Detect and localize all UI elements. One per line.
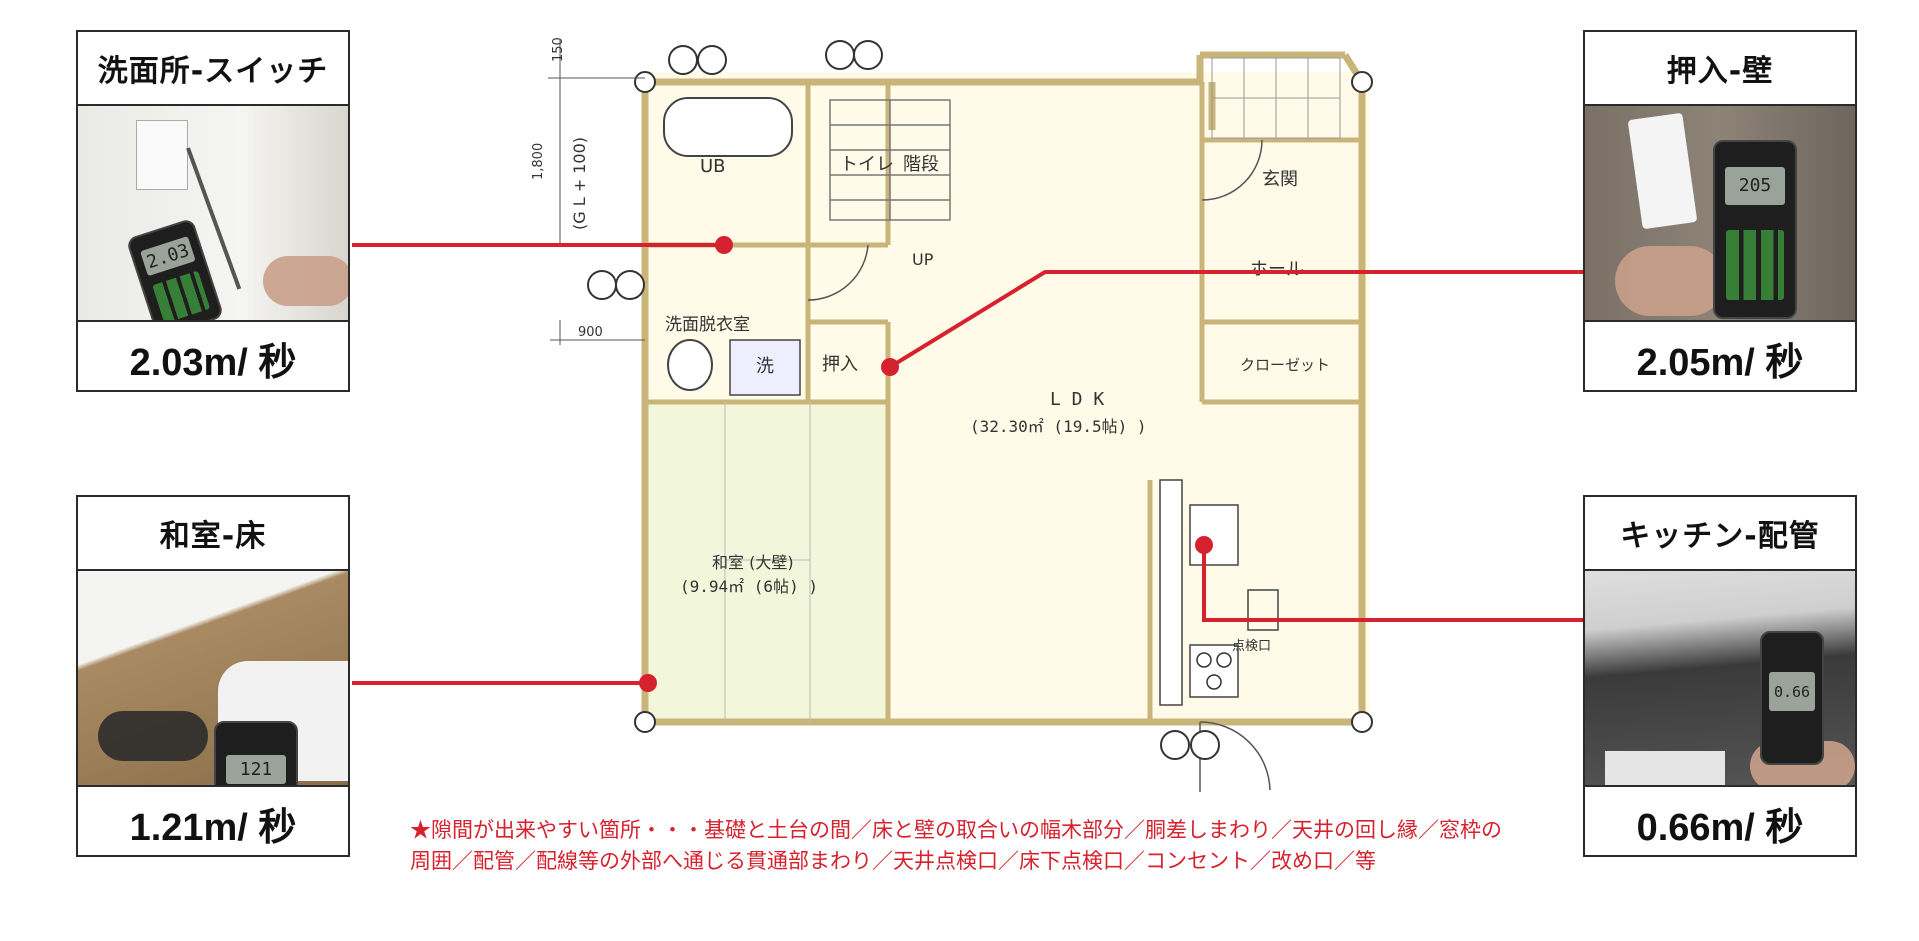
card-closet: 押入-壁 205 2.05m/ 秒 — [1583, 30, 1857, 392]
label-hall: ホール — [1250, 259, 1304, 280]
label-wash: 洗 — [756, 356, 774, 377]
dim-150: 150 — [551, 37, 566, 62]
connector-closet — [888, 270, 1585, 369]
label-ldk-area: (32.30㎡ (19.5帖) ) — [970, 417, 1147, 436]
anemometer-icon: 0.66 — [1760, 631, 1824, 765]
washitsu-floor — [648, 402, 888, 722]
label-bath: UB — [700, 156, 726, 177]
stairs-icon — [829, 99, 951, 221]
connector-kitchen — [1202, 545, 1585, 622]
anemometer-icon: 205 — [1713, 140, 1797, 319]
outdoor-units — [587, 40, 1220, 760]
entrance-tiles — [1211, 57, 1341, 139]
washer-icon — [729, 339, 801, 396]
shelf — [1605, 751, 1725, 785]
photo-closet: 205 — [1585, 106, 1855, 322]
label-up: UP — [912, 250, 934, 269]
tatami-lines — [724, 402, 811, 722]
switch-plate — [136, 120, 188, 190]
bathtub-icon — [663, 97, 793, 157]
sink-icon — [667, 339, 713, 391]
gap-locations-note: ★隙間が出来やすい箇所・・・基礎と土台の間／床と壁の取合いの幅木部分／胴差しまわ… — [410, 818, 1502, 873]
anemometer-icon: 121 — [214, 721, 298, 785]
marker-kitchen — [1195, 536, 1213, 554]
label-washitsu-area: (9.94㎡ (6帖) ) — [680, 577, 818, 596]
dim-1800: 1,800 — [531, 143, 546, 180]
card-title: 洗面所-スイッチ — [78, 32, 348, 106]
label-ldk: L D K — [1050, 389, 1104, 410]
marker-washitsu — [639, 674, 657, 692]
photo-kitchen: 0.66 — [1585, 571, 1855, 787]
card-value: 2.03m/ 秒 — [129, 341, 297, 384]
columns — [634, 71, 1373, 733]
dim-gl: (G L + 100) — [570, 137, 589, 230]
card-value: 1.21m/ 秒 — [129, 806, 297, 849]
card-title: 押入-壁 — [1585, 32, 1855, 106]
photo-washroom: 2.03 — [78, 106, 348, 322]
burner-icons — [1196, 652, 1232, 690]
label-inspection: 点検口 — [1232, 639, 1271, 654]
kitchen-counter — [1159, 479, 1183, 706]
card-title: 和室-床 — [78, 497, 348, 571]
card-value: 0.66m/ 秒 — [1636, 806, 1804, 849]
card-value: 2.05m/ 秒 — [1636, 341, 1804, 384]
label-washitsu: 和室 (大壁) — [712, 553, 794, 572]
kitchen-sink-icon — [1189, 504, 1239, 566]
dim-900: 900 — [578, 325, 603, 340]
inner-walls — [645, 82, 1362, 722]
card-japanese-room: 和室-床 121 1.21m/ 秒 — [76, 495, 350, 857]
label-dressing: 洗面脱衣室 — [665, 315, 750, 335]
label-stairs: 階段 — [903, 154, 939, 175]
photo-japanese-room: 121 — [78, 571, 348, 787]
label-closet-room: クローゼット — [1240, 356, 1330, 374]
hand — [263, 256, 348, 306]
label-entrance: 玄関 — [1262, 169, 1298, 190]
outlet — [1627, 112, 1698, 230]
card-title: キッチン-配管 — [1585, 497, 1855, 571]
marker-closet — [881, 358, 899, 376]
inspection-hatch — [1247, 589, 1279, 631]
marker-washroom — [715, 236, 733, 254]
card-washroom: 洗面所-スイッチ 2.03 2.03m/ 秒 — [76, 30, 350, 392]
hand — [1615, 246, 1725, 316]
label-toilet: トイレ — [840, 154, 894, 175]
anemometer-icon: 2.03 — [125, 217, 225, 320]
sleeve — [98, 711, 208, 761]
card-kitchen: キッチン-配管 0.66 0.66m/ 秒 — [1583, 495, 1857, 857]
label-oshiire: 押入 — [822, 354, 858, 375]
